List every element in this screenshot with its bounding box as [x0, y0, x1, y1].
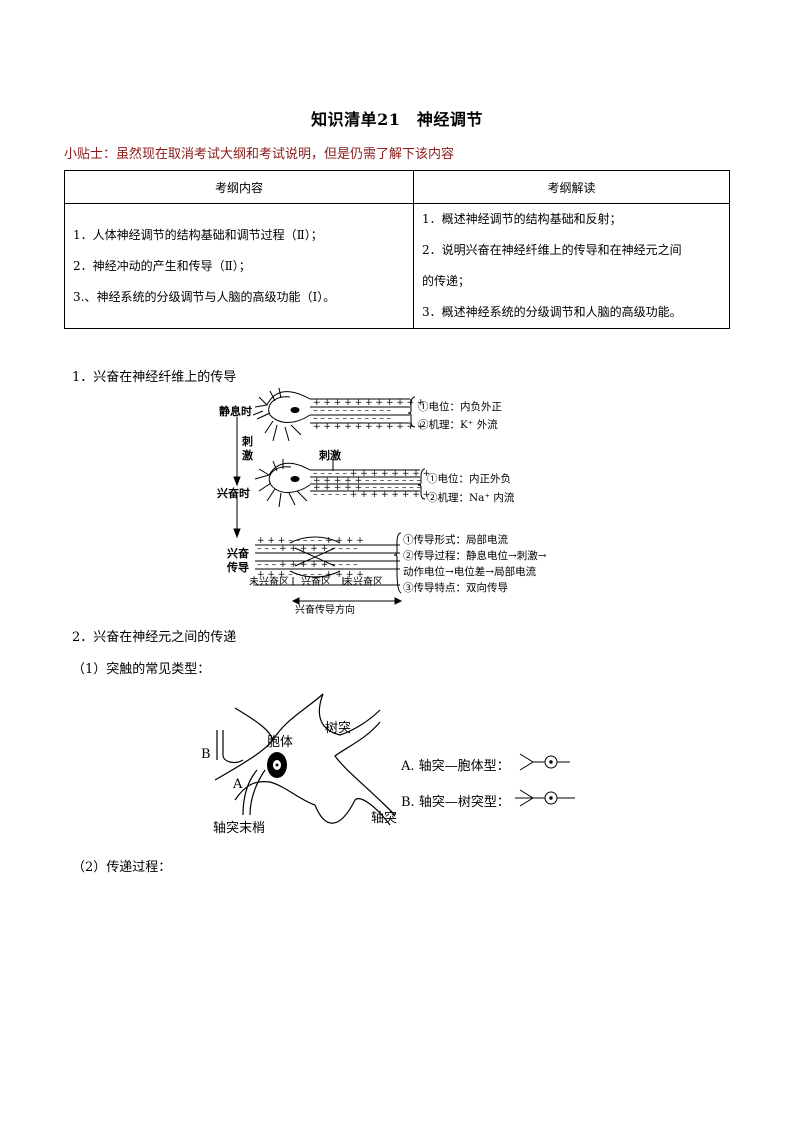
dendrite-label: 树突 [325, 720, 351, 736]
label-b: B [201, 747, 211, 762]
conduct-row-bot: – – – + + + + + – – – – [257, 544, 358, 554]
axodendritic-label: B. 轴突—树突型： [401, 794, 510, 810]
tip-note: 小贴士：虽然现在取消考试大纲和考试说明，但是仍需了解下该内容 [64, 147, 455, 162]
charge-row-minus: – – – – – – – – – – – [313, 414, 392, 424]
charge-row-plus: + + + + + + + + + + + [313, 398, 425, 408]
charge-row-minus: – – – – – – – – – – – [313, 406, 392, 416]
section-heading-transmission: 2．兴奋在神经元之间的传递 [72, 630, 237, 645]
neuron-body-excited [254, 459, 311, 508]
label-stimulus-top: 刺激 [318, 448, 341, 462]
direction-label: 兴奋传导方向 [295, 603, 355, 615]
interpretation-line: 2．说明兴奋在神经纤维上的传导和在神经元之间 [422, 243, 682, 257]
rest-note-1: ①电位：内负外正 [418, 400, 502, 413]
syllabus-table: 考纲内容 考纲解读 1．人体神经调节的结构基础和调节过程（Ⅱ）； 2．神经冲动的… [64, 170, 730, 329]
rest-note-2: ②机理：K⁺ 外流 [418, 418, 498, 431]
axosomatic-symbol [519, 753, 570, 771]
interpretation-line: 1．概述神经调节的结构基础和反射； [422, 212, 622, 226]
syllabus-content-cell: 1．人体神经调节的结构基础和调节过程（Ⅱ）； 2．神经冲动的产生和传导（Ⅱ）； … [64, 203, 414, 329]
label-stimulus-v2: 激 [242, 448, 253, 462]
content-line: 1．人体神经调节的结构基础和调节过程（Ⅱ）； [73, 227, 323, 242]
excited-row-mid: + + + + + – – – – – – – – [313, 476, 422, 486]
nerve-fiber-conduction-figure: 静息时 刺 激 刺激 兴奋时 兴奋 传导 + + + + + + + + + +… [217, 387, 547, 615]
section-heading-conduction: 1．兴奋在神经纤维上的传导 [72, 370, 237, 385]
conduct-note-3: 动作电位→电位差→局部电流 [403, 565, 537, 578]
neuron-body-resting [252, 387, 311, 442]
label-resting: 静息时 [219, 404, 252, 418]
conduct-note-4: ③传导特点：双向传导 [403, 581, 508, 594]
axosomatic-label: A. 轴突—胞体型： [400, 758, 510, 774]
conduct-row-top: + + + – – – – – + + + + [257, 536, 364, 546]
synapse-types-figure: 胞体 树突 轴突 轴突末梢 A B A. 轴突—胞体型： B. 轴突—树突型： [201, 693, 575, 836]
subsection-transmission-process: （2）传递过程： [72, 860, 172, 875]
interpretation-line: 3．概述神经系统的分级调节和人脑的高级功能。 [422, 305, 682, 319]
label-excited: 兴奋时 [217, 486, 250, 500]
zone-unexcited-right: 未兴奋区 [343, 575, 383, 588]
label-a: A [232, 777, 243, 792]
excited-row-top: – – – – – + + + + + + + + [313, 490, 430, 500]
excited-note-2: ②机理：Na⁺ 内流 [427, 491, 515, 504]
conduct-note-1: ①传导形式：局部电流 [403, 533, 508, 546]
conduct-row-bot: – – – + + + + + – – – – [257, 560, 358, 570]
axon-terminal-label: 轴突末梢 [213, 820, 265, 836]
soma-label: 胞体 [267, 735, 293, 750]
content-line: 2．神经冲动的产生和传导（Ⅱ）； [73, 258, 251, 273]
syllabus-interpretation-cell: 1．概述神经调节的结构基础和反射； 2．说明兴奋在神经纤维上的传导和在神经元之间… [413, 203, 730, 329]
excited-row-mid: + + + + + – – – – – – – – [313, 483, 422, 493]
axon-label: 轴突 [371, 810, 397, 826]
zone-unexcited-left: 未兴奋区 [249, 575, 289, 588]
label-conduct-2: 传导 [226, 560, 249, 574]
interpretation-line: 的传递； [422, 274, 471, 288]
excited-row-top: – – – – – + + + + + + + + [313, 469, 430, 479]
page-title: 知识清单21 神经调节 [311, 110, 483, 129]
charge-row-plus: + + + + + + + + + + + [313, 422, 425, 432]
excited-note-1: ①电位：内正外负 [427, 472, 511, 485]
content-line: 3.、神经系统的分级调节与人脑的高级功能（Ⅰ）。 [73, 289, 336, 304]
conduct-note-2: ②传导过程：静息电位→刺激→ [403, 549, 547, 562]
conduct-row-top: + + + – – – – – + + + + [257, 570, 364, 580]
axodendritic-symbol [515, 789, 575, 807]
zone-excited: 兴奋区 [301, 575, 331, 588]
header-syllabus-content: 考纲内容 [64, 170, 414, 204]
label-stimulus-v1: 刺 [241, 434, 253, 448]
header-syllabus-interpretation: 考纲解读 [413, 170, 730, 204]
label-conduct-1: 兴奋 [227, 546, 250, 560]
subsection-synapse-types: （1）突触的常见类型： [72, 662, 211, 677]
